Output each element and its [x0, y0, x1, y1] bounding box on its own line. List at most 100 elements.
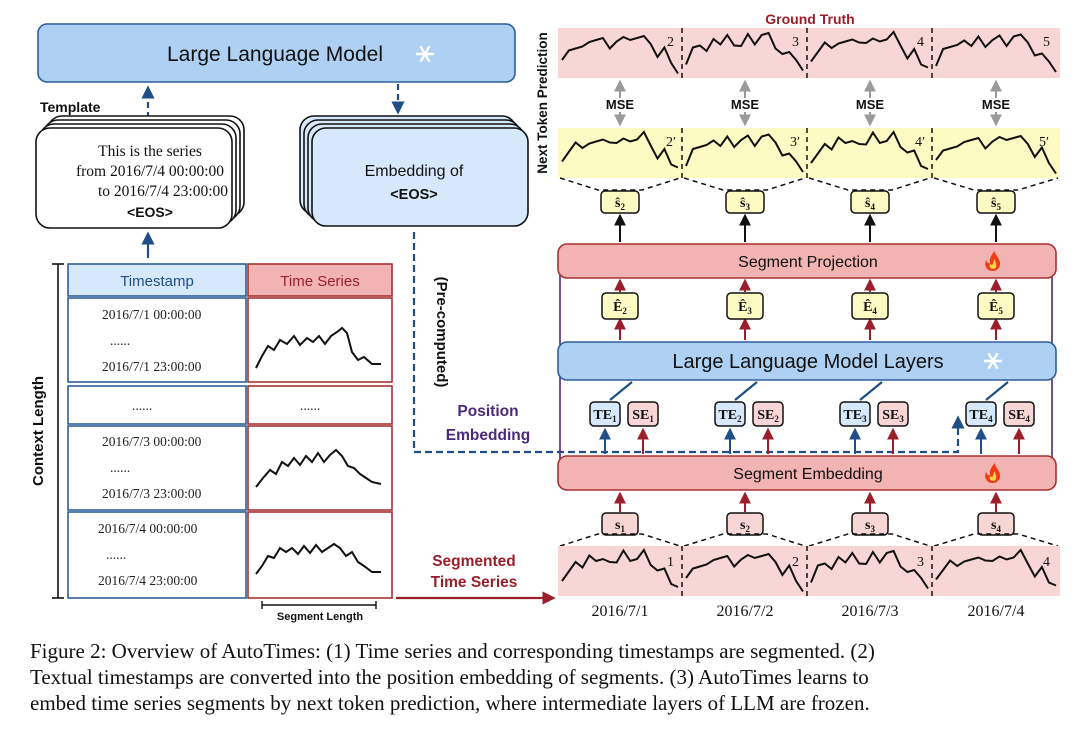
caption-line: embed time series segments by next token… — [30, 691, 870, 715]
input-number: 2 — [792, 555, 799, 570]
series-line — [255, 448, 382, 488]
ground-truth-lines — [561, 30, 1057, 75]
te-label: TE2 — [718, 408, 742, 424]
llm-layers-label: Large Language Model Layers — [672, 351, 943, 373]
band-series-line — [935, 134, 1057, 175]
band-series-line — [935, 548, 1057, 587]
embedding-eos: <EOS> — [390, 187, 438, 203]
caption-line: Figure 2: Overview of AutoTimes: (1) Tim… — [30, 639, 875, 663]
segment-embedding-label: Segment Embedding — [733, 466, 882, 483]
pred-number: 4′ — [915, 135, 925, 150]
s-label: s2 — [740, 518, 750, 534]
te-link — [609, 381, 633, 401]
template-line: to 2016/7/4 23:00:00 — [98, 183, 228, 200]
te-link — [859, 381, 883, 401]
band-series-line — [561, 548, 679, 588]
context-length-label: Context Length — [30, 376, 47, 486]
position-embedding-dashed-path — [412, 232, 965, 454]
s-box — [601, 512, 639, 536]
series-dots: ...... — [300, 398, 320, 413]
row-end: 2016/7/4 23:00:00 — [98, 573, 198, 588]
band-series-line — [561, 34, 679, 75]
te-label: TE4 — [969, 408, 993, 424]
input-band — [558, 546, 1060, 596]
mse-label: MSE — [731, 97, 760, 112]
template-stack — [35, 115, 245, 229]
te-box — [839, 401, 871, 427]
input-number: 3 — [917, 555, 924, 570]
ground-truth-band — [558, 28, 1060, 78]
te-box — [714, 401, 746, 427]
segment-length-bracket — [261, 601, 377, 609]
llm-block: Large Language Model — [37, 23, 516, 83]
s-label: s1 — [615, 518, 625, 534]
input-lines — [561, 548, 1057, 593]
band-series-line — [810, 130, 929, 170]
s-label: s3 — [865, 518, 875, 534]
funnel-line — [808, 533, 931, 547]
prediction-band — [558, 128, 1060, 178]
se-box — [752, 401, 784, 427]
gt-number: 2 — [667, 35, 674, 50]
date-label: 2016/7/4 — [968, 603, 1025, 620]
ehat-box — [726, 292, 764, 320]
shat-label: ŝ5 — [991, 196, 1001, 212]
funnel-line — [559, 177, 681, 191]
precomputed-label: (Pre-computed) — [433, 277, 450, 388]
llm-title: Large Language Model — [167, 43, 383, 66]
segment-projection-block — [557, 243, 1057, 279]
mse-label: MSE — [606, 97, 635, 112]
s-box — [726, 512, 764, 536]
row-start: 2016/7/3 00:00:00 — [102, 434, 202, 449]
figure-caption: Figure 2: Overview of AutoTimes: (1) Tim… — [30, 638, 1070, 716]
template-line: This is the series — [98, 143, 202, 160]
se-label: SE4 — [1008, 408, 1030, 424]
s-box — [977, 512, 1015, 536]
segmented-label: Segmented — [432, 553, 516, 570]
table-series-sparklines — [255, 326, 382, 575]
context-length-bracket — [52, 263, 64, 599]
mse-label: MSE — [856, 97, 885, 112]
te-box — [965, 401, 997, 427]
date-label: 2016/7/2 — [717, 603, 774, 620]
template-label: Template — [40, 99, 101, 115]
prediction-lines — [561, 130, 1057, 175]
caption-line: Textual timestamps are converted into th… — [30, 665, 869, 689]
shat-label: ŝ2 — [615, 196, 625, 212]
autotimes-diagram: Large Language Model Template This is th… — [30, 11, 1060, 623]
llm-layers-block — [557, 341, 1057, 381]
segment-embedding-block — [557, 455, 1057, 491]
gt-number: 4 — [917, 35, 924, 50]
row-end: 2016/7/1 23:00:00 — [102, 359, 202, 374]
input-funnels — [559, 533, 1059, 547]
gt-number: 5 — [1043, 35, 1050, 50]
shat-box — [600, 190, 640, 214]
series-line — [255, 326, 381, 369]
shat-box — [850, 190, 890, 214]
gt-number: 3 — [792, 35, 799, 50]
band-series-line — [685, 552, 804, 593]
row-end: 2016/7/3 23:00:00 — [102, 486, 202, 501]
band-series-line — [685, 133, 804, 173]
te-box — [589, 401, 621, 427]
funnel-line — [683, 177, 806, 191]
shat-label: ŝ3 — [740, 196, 750, 212]
band-series-line — [935, 33, 1057, 73]
band-series-line — [810, 30, 929, 69]
date-label: 2016/7/3 — [842, 603, 899, 620]
pred-number: 5′ — [1039, 135, 1049, 150]
row-start: 2016/7/4 00:00:00 — [98, 521, 198, 536]
input-number: 1 — [667, 555, 674, 570]
row-dots: ...... — [132, 398, 152, 413]
se-label: SE1 — [632, 408, 654, 424]
te-label: TE1 — [593, 408, 617, 424]
shat-box — [725, 190, 765, 214]
ground-truth-label: Ground Truth — [765, 11, 854, 27]
row-dots: ...... — [106, 547, 126, 562]
prediction-funnels — [559, 177, 1059, 191]
band-series-line — [685, 31, 804, 72]
